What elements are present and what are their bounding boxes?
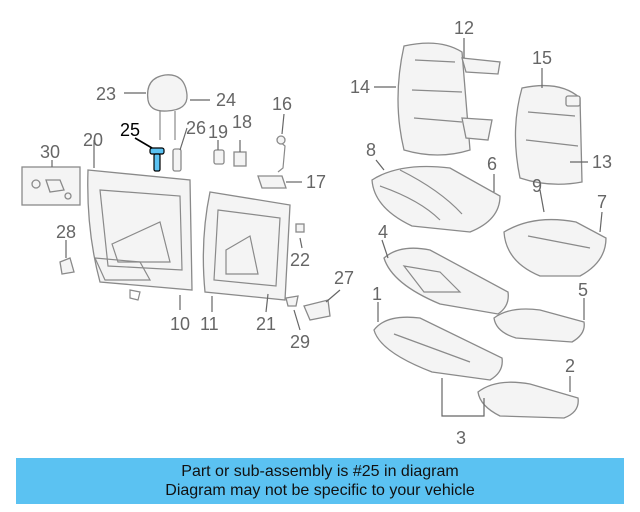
bracket-part[interactable] [257, 175, 287, 189]
callout-24[interactable]: 24 [216, 90, 236, 110]
bolt-small-part[interactable] [285, 295, 299, 307]
left-seatback-frame-part[interactable] [87, 169, 193, 301]
callout-16[interactable]: 16 [272, 94, 292, 114]
callout-23[interactable]: 23 [96, 84, 116, 104]
latch-part[interactable] [213, 149, 225, 165]
callout-9[interactable]: 9 [532, 176, 542, 196]
callout-8[interactable]: 8 [366, 140, 376, 160]
seatback-cushion-part[interactable] [397, 42, 501, 156]
callout-30[interactable]: 30 [40, 142, 60, 162]
seat-frame-lower-part[interactable] [373, 316, 503, 381]
callout-26[interactable]: 26 [186, 118, 206, 138]
banner-line-disclaimer: Diagram may not be specific to your vehi… [165, 482, 475, 499]
right-seat-frame-lower-part[interactable] [477, 381, 579, 419]
callout-27[interactable]: 27 [334, 268, 354, 288]
callout-19[interactable]: 19 [208, 122, 228, 142]
hardware-set-part[interactable] [21, 166, 81, 206]
callout-22[interactable]: 22 [290, 250, 310, 270]
cover-part[interactable] [233, 151, 247, 167]
callout-17[interactable]: 17 [306, 172, 326, 192]
clip-part[interactable] [59, 257, 75, 275]
right-seat-cushion-pad-part[interactable] [503, 218, 607, 277]
callout-13[interactable]: 13 [592, 152, 612, 172]
callout-25[interactable]: 25 [120, 120, 140, 140]
striker-part[interactable] [276, 135, 286, 173]
callout-14[interactable]: 14 [350, 77, 370, 97]
right-seatback-frame-part[interactable] [202, 191, 291, 301]
callout-5[interactable]: 5 [578, 280, 588, 300]
callout-3[interactable]: 3 [456, 428, 466, 448]
banner-line-part-number: Part or sub-assembly is #25 in diagram [181, 463, 459, 480]
callout-7[interactable]: 7 [597, 192, 607, 212]
callout-12[interactable]: 12 [454, 18, 474, 38]
seat-frame-upper-part[interactable] [383, 247, 509, 315]
leader-lines [51, 38, 603, 417]
callout-11[interactable]: 11 [200, 314, 219, 334]
belt-guide-part[interactable] [303, 299, 331, 321]
callout-15[interactable]: 15 [532, 48, 552, 68]
callout-28[interactable]: 28 [56, 222, 76, 242]
headrest-part[interactable] [146, 74, 188, 140]
callout-4[interactable]: 4 [378, 222, 388, 242]
callout-29[interactable]: 29 [290, 332, 310, 352]
bushing-part[interactable] [295, 223, 305, 233]
info-banner: Part or sub-assembly is #25 in diagram D… [16, 458, 624, 504]
callout-20[interactable]: 20 [83, 130, 103, 150]
right-seatback-cushion-part[interactable] [514, 84, 583, 185]
callout-1[interactable]: 1 [372, 284, 382, 304]
callout-10[interactable]: 10 [170, 314, 190, 334]
callout-18[interactable]: 18 [232, 112, 252, 132]
part-25-bolt[interactable] [149, 147, 165, 172]
callout-6[interactable]: 6 [487, 154, 497, 174]
right-seat-frame-upper-part[interactable] [493, 308, 585, 343]
callout-2[interactable]: 2 [565, 356, 575, 376]
seat-cushion-pad-part[interactable] [371, 165, 501, 233]
headrest-guide-part[interactable] [172, 148, 182, 172]
callout-21[interactable]: 21 [256, 314, 276, 334]
